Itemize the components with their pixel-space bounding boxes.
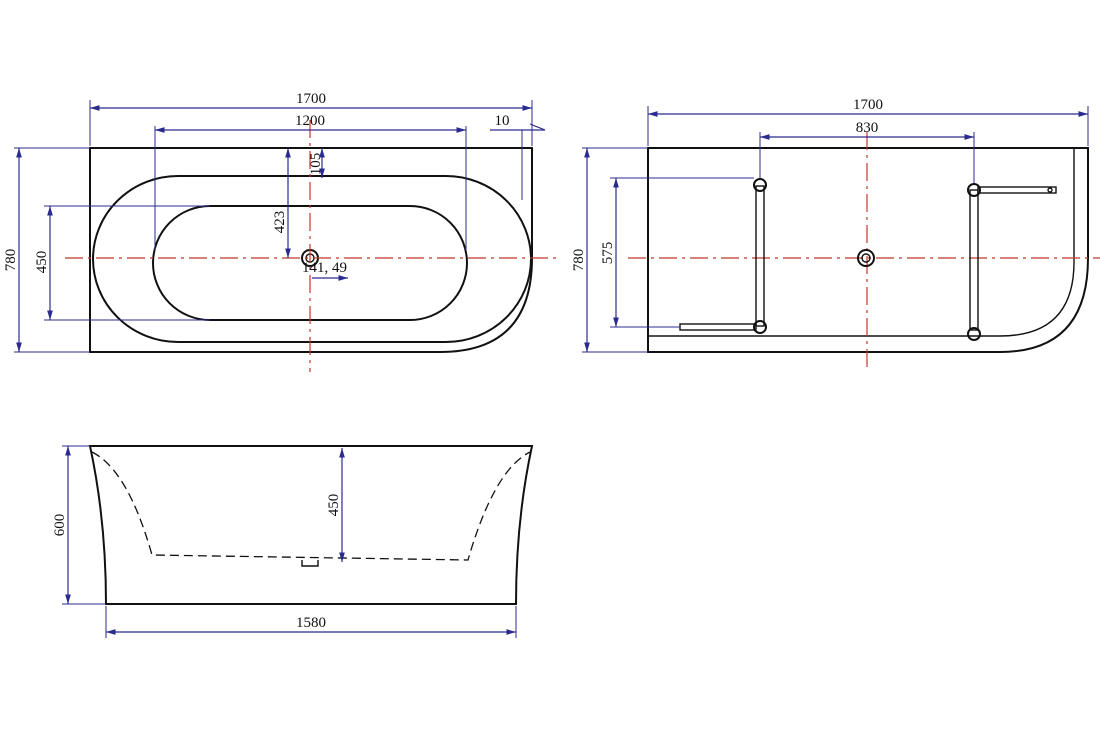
top-view-basin [152, 205, 468, 321]
dim-label-frame-width: 575 [600, 242, 616, 265]
frame-foot-icon [753, 320, 767, 334]
dim-label-height: 600 [52, 514, 68, 537]
dim-label-drain-to-basin: 423 [272, 211, 288, 234]
frame-bar-right [969, 189, 979, 331]
dim-label-drain-position: 141, 49 [302, 260, 347, 276]
top-view-rim [92, 175, 532, 343]
dim-label-depth: 450 [326, 494, 342, 517]
frame-foot-icon [967, 183, 981, 197]
underside-drain-icon [857, 249, 875, 267]
side-view-outline [88, 445, 534, 605]
underside-outline [647, 147, 1089, 353]
side-view-drain [301, 560, 319, 567]
frame-bracket-right [977, 186, 1057, 194]
side-view: 600 450 1580 [52, 445, 534, 638]
dim-label-frame-length: 830 [856, 120, 879, 136]
frame-foot-icon [967, 327, 981, 341]
frame-bracket-left [679, 323, 757, 331]
top-view: 1700 1200 10 105 423 780 450 141, 49 [3, 91, 560, 372]
dim-label-basin-length: 1200 [295, 113, 325, 129]
dim-label-width: 780 [3, 249, 19, 272]
underside-inner-edge [648, 148, 1075, 337]
dim-label-offset: 10 [495, 113, 510, 129]
frame-bar-left [755, 185, 765, 327]
dim-label-basin-width: 450 [34, 251, 50, 274]
frame-foot-icon [753, 178, 767, 192]
underside-view: 1700 830 780 575 [571, 97, 1100, 372]
dim-label-length: 1700 [296, 91, 326, 107]
dim-label-drain-offset: 105 [308, 153, 324, 176]
dim-label-underside-width: 780 [571, 249, 587, 272]
dim-label-underside-length: 1700 [853, 97, 883, 113]
side-view-inner-basin [91, 451, 531, 561]
dim-label-base-length: 1580 [296, 615, 326, 631]
